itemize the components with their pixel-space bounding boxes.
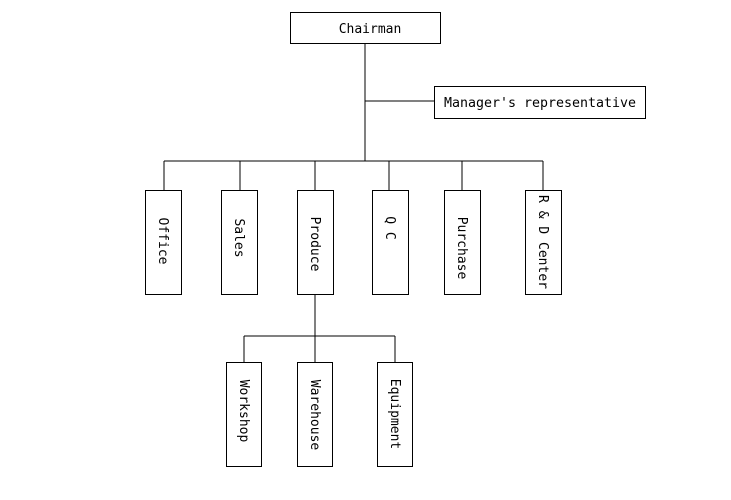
node-produce: Produce [297,190,334,295]
node-office-box [145,190,182,295]
node-rd-center: R & D Center [525,190,562,295]
node-chairman-label: Chairman [339,22,402,37]
node-chairman-box [290,12,441,44]
node-managers-representative-box [434,86,646,119]
node-workshop: Workshop [226,362,262,467]
node-equipment-label: Equipment [387,379,402,449]
node-workshop-label: Workshop [236,380,251,443]
node-managers-representative: Manager's representative [434,86,646,119]
node-qc-box [372,190,409,295]
node-qc: Q C [372,190,409,295]
node-rd-center-label: R & D Center [535,195,550,289]
node-sales-label: Sales [231,218,246,257]
node-purchase-label: Purchase [454,217,469,280]
node-purchase-box [444,190,481,295]
node-managers-representative-label: Manager's representative [444,96,636,111]
connectors [163,44,544,362]
node-warehouse-box [297,362,333,467]
node-produce-label: Produce [307,217,322,272]
node-office-label: Office [155,218,170,265]
node-sales-box [221,190,258,295]
node-equipment-box [377,362,413,467]
node-produce-box [297,190,334,295]
node-warehouse: Warehouse [297,362,333,467]
node-office: Office [145,190,182,295]
node-sales: Sales [221,190,258,295]
node-equipment: Equipment [377,362,413,467]
node-purchase: Purchase [444,190,481,295]
node-qc-label: Q C [382,216,397,239]
node-rd-center-box [525,190,562,295]
node-chairman: Chairman [290,12,441,44]
node-workshop-box [226,362,262,467]
node-warehouse-label: Warehouse [307,380,322,451]
